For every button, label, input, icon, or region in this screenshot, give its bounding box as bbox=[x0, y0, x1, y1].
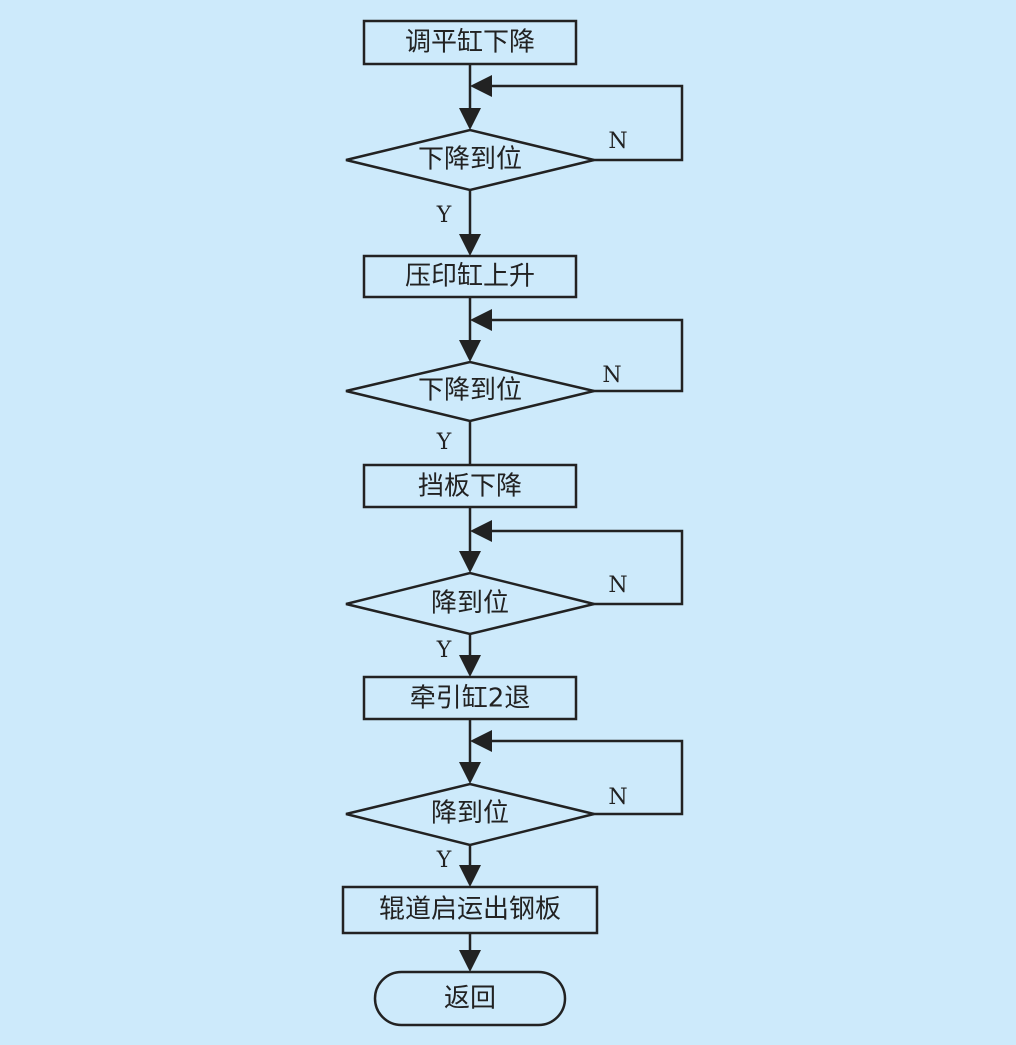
no-label: N bbox=[602, 363, 621, 388]
arrow-head bbox=[459, 340, 481, 362]
arrow-head bbox=[459, 865, 481, 887]
decision-label: 降到位 bbox=[431, 799, 509, 829]
process-step-1: 调平缸下降 bbox=[362, 19, 578, 66]
decision-2: 下降到位 bbox=[345, 360, 595, 423]
arrow-head bbox=[459, 950, 481, 972]
arrow-head bbox=[459, 551, 481, 573]
process-label: 压印缸上升 bbox=[405, 262, 535, 292]
arrow-head bbox=[459, 108, 481, 130]
process-label: 调平缸下降 bbox=[405, 28, 535, 58]
yes-label: Y bbox=[436, 203, 452, 228]
yes-label: Y bbox=[436, 848, 452, 873]
decision-label: 下降到位 bbox=[418, 376, 522, 406]
arrow-head bbox=[459, 655, 481, 677]
process-step-3: 挡板下降 bbox=[362, 463, 578, 509]
process-label: 牵引缸2退 bbox=[410, 684, 531, 714]
arrow-head bbox=[459, 762, 481, 784]
arrow-head bbox=[470, 520, 492, 542]
arrow-head bbox=[470, 75, 492, 97]
terminator-label: 返回 bbox=[444, 984, 496, 1014]
arrow-head bbox=[459, 234, 481, 256]
arrow-head bbox=[470, 730, 492, 752]
yes-label: Y bbox=[436, 638, 452, 663]
process-step-final: 辊道启运出钢板 bbox=[341, 885, 599, 935]
process-label: 辊道启运出钢板 bbox=[379, 895, 561, 925]
decision-3: 降到位 bbox=[345, 571, 595, 636]
decision-1: 下降到位 bbox=[345, 128, 595, 192]
yes-label: Y bbox=[436, 430, 452, 455]
process-step-2: 压印缸上升 bbox=[362, 254, 578, 299]
terminator-end: 返回 bbox=[373, 970, 567, 1027]
edges bbox=[459, 64, 684, 972]
process-label: 挡板下降 bbox=[418, 472, 522, 502]
arrow-head bbox=[470, 309, 492, 331]
decision-4: 降到位 bbox=[345, 782, 595, 847]
no-label: N bbox=[608, 573, 627, 598]
no-label: N bbox=[608, 785, 627, 810]
decision-label: 下降到位 bbox=[418, 145, 522, 175]
no-label: N bbox=[608, 129, 627, 154]
process-step-4: 牵引缸2退 bbox=[362, 675, 578, 721]
decision-label: 降到位 bbox=[431, 589, 509, 619]
